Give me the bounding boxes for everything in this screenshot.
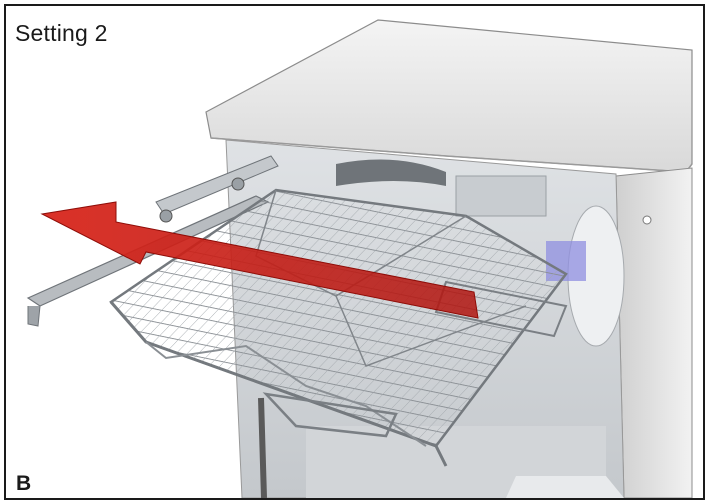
arrow-left-icon: [40, 201, 479, 319]
setting-label: Setting 2: [15, 20, 108, 46]
appliance-side-panel: [615, 167, 693, 498]
figure-frame: Setting 2 B: [4, 4, 705, 500]
dishwasher-illustration: [26, 19, 693, 498]
figure-letter: B: [16, 472, 32, 495]
